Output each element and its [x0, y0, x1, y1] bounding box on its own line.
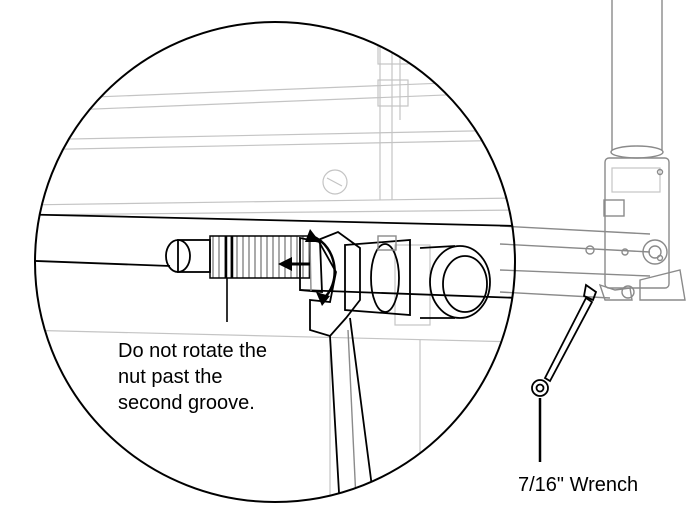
threaded-rod — [165, 235, 311, 279]
elbow-fitting — [344, 235, 491, 319]
horizontal-arm — [499, 225, 668, 301]
callout-line-2: nut past the — [118, 366, 223, 388]
zoom-circle-border — [34, 21, 516, 503]
callout-note: Do not rotate the nut past the second gr… — [118, 340, 267, 414]
open-end-wrench — [309, 230, 377, 502]
callout-line-1: Do not rotate the — [118, 340, 267, 362]
vertical-post — [603, 0, 686, 301]
wrench-label: 7/16" Wrench — [518, 474, 638, 496]
motion-arrows — [278, 229, 336, 306]
callout-line-3: second groove. — [118, 392, 255, 414]
assembly-overview: 7/16" Wrench — [499, 0, 686, 496]
zoom-detail — [34, 21, 516, 503]
small-wrench — [531, 283, 598, 397]
